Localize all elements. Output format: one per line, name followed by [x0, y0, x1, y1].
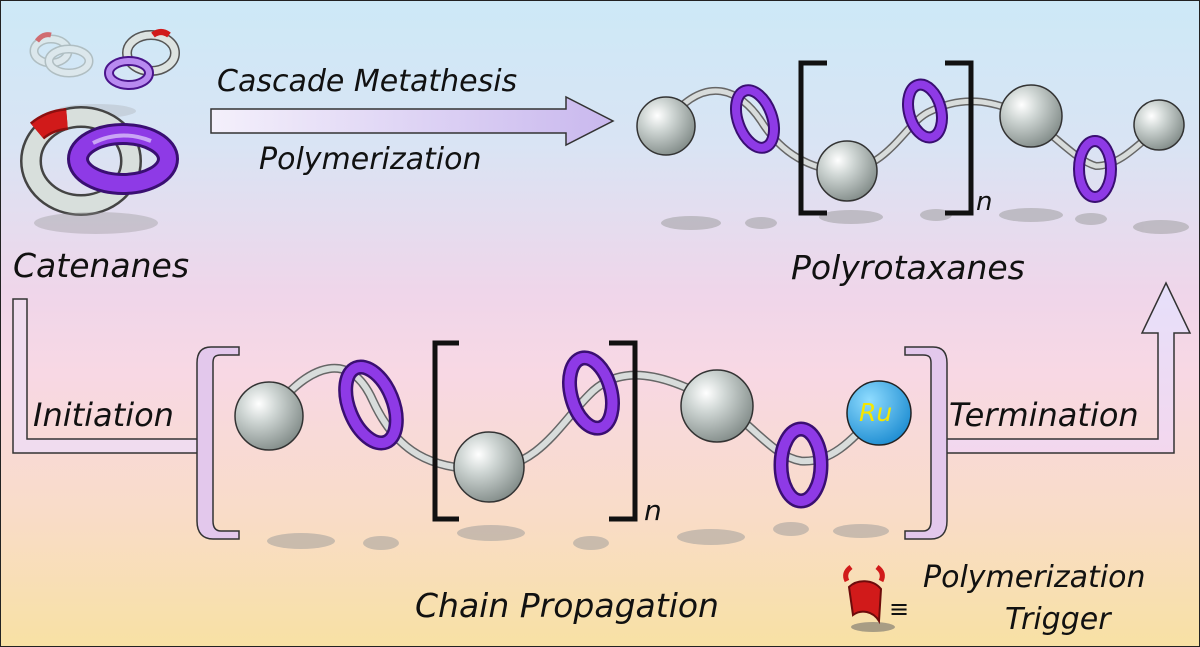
small-catenane	[104, 29, 180, 90]
propagation-bracket-left	[196, 346, 240, 540]
cascade-metathesis-label: Cascade Metathesis	[217, 64, 518, 99]
chain-propagation-label: Chain Propagation	[415, 586, 719, 625]
repeat-bracket-left	[432, 340, 459, 522]
polymerization-trigger-icon	[843, 565, 895, 632]
catenanes-illustration	[20, 29, 180, 234]
legend-trigger-label: Trigger	[1005, 602, 1111, 637]
ruthenium-catalyst	[846, 380, 912, 446]
polymerization-label: Polymerization	[259, 142, 482, 177]
polyrotaxane-top	[636, 60, 1189, 234]
small-catenane	[29, 32, 94, 78]
equivalence-symbol: ≡	[889, 595, 910, 623]
top-repeat-subscript: n	[976, 187, 993, 217]
termination-label: Termination	[949, 396, 1139, 434]
propagation-bracket-right	[904, 346, 948, 540]
repeat-bracket-left	[798, 60, 827, 216]
catenanes-label: Catenanes	[13, 246, 190, 285]
propagating-chain	[234, 340, 912, 550]
legend-polymerization-label: Polymerization	[923, 560, 1146, 595]
termination-flow-arrow	[940, 281, 1192, 454]
repeat-bracket-right	[609, 340, 638, 522]
large-catenane	[20, 106, 179, 216]
catenane-shadow	[34, 212, 158, 234]
repeat-bracket-right	[945, 60, 974, 216]
ruthenium-label: Ru	[859, 398, 893, 427]
metathesis-arrow	[210, 95, 615, 147]
initiation-label: Initiation	[33, 396, 174, 434]
polyrotaxanes-label: Polyrotaxanes	[791, 248, 1025, 287]
bottom-repeat-subscript: n	[644, 494, 662, 527]
